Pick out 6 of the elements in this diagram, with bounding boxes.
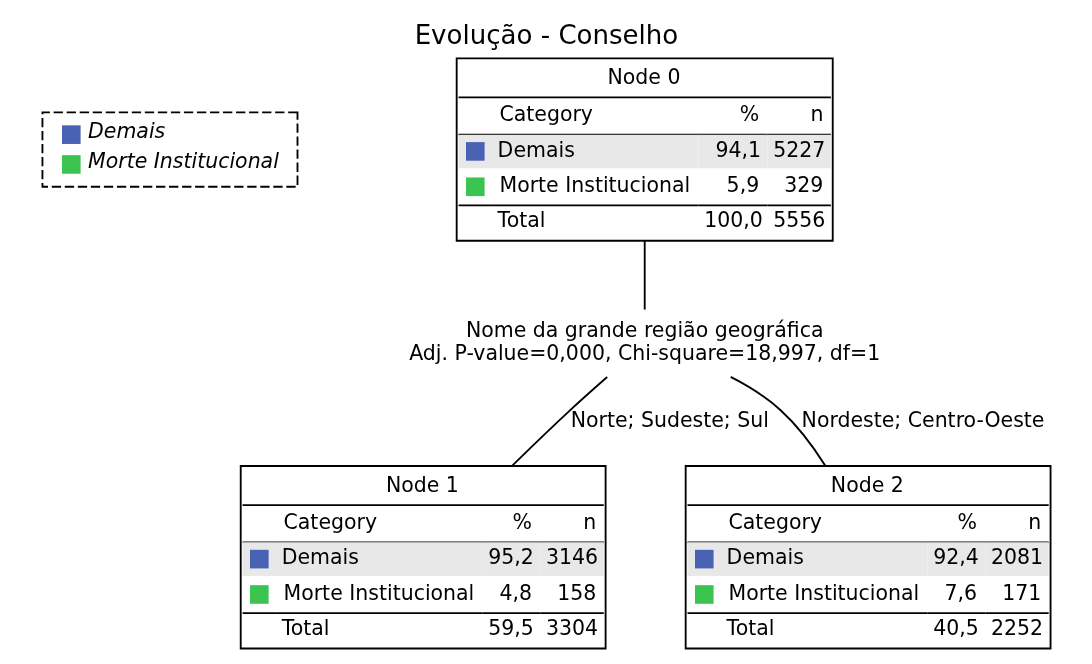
legend-label: Morte Institucional	[87, 148, 279, 173]
diagram-title: Evolução - Conselho	[414, 19, 678, 50]
edge-label: Norte; Sudeste; Sul	[570, 407, 769, 432]
edge-label: Nordeste; Centro-Oeste	[801, 407, 1044, 432]
legend-label: Demais	[87, 119, 165, 144]
node-text: Nome da grande região geográfica Adj. P-value=0,000, Chi-square=18,997, df=1	[408, 318, 880, 365]
